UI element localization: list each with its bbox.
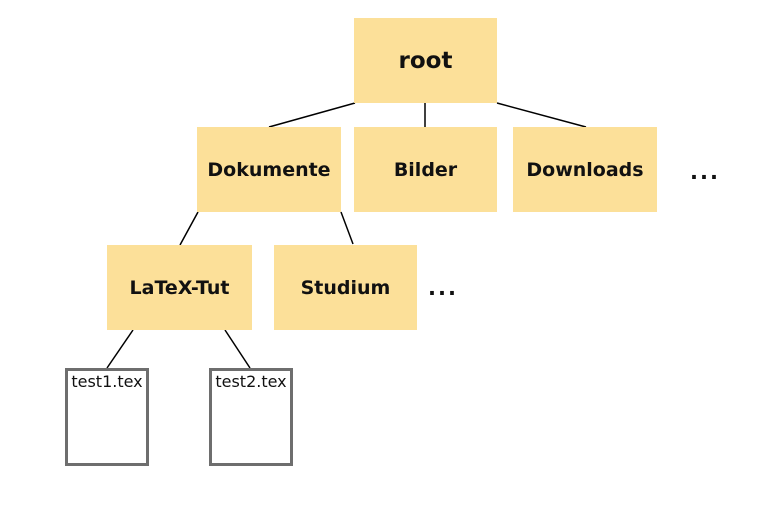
node-file-test2: test2.tex bbox=[209, 368, 293, 466]
node-studium-label: Studium bbox=[300, 276, 391, 299]
node-file-test1: test1.tex bbox=[65, 368, 149, 466]
edge-dokumente-studium bbox=[340, 211, 354, 245]
node-downloads-label: Downloads bbox=[526, 158, 644, 181]
node-dokumente: Dokumente bbox=[197, 127, 341, 212]
edge-latextut-test1 bbox=[106, 329, 134, 369]
ellipsis-label: ... bbox=[428, 276, 458, 300]
node-bilder: Bilder bbox=[354, 127, 497, 212]
node-file-test2-label: test2.tex bbox=[215, 372, 287, 391]
node-bilder-label: Bilder bbox=[393, 158, 458, 181]
node-file-test1-label: test1.tex bbox=[71, 372, 143, 391]
node-latex-tut-label: LaTeX-Tut bbox=[129, 276, 230, 299]
ellipsis-label: ... bbox=[690, 160, 720, 184]
edge-latextut-test2 bbox=[224, 329, 251, 369]
node-studium: Studium bbox=[274, 245, 417, 330]
more-siblings-indicator-level2: ... bbox=[425, 273, 461, 303]
node-downloads: Downloads bbox=[513, 127, 657, 212]
node-root-label: root bbox=[398, 47, 453, 74]
edge-dokumente-latextut bbox=[179, 211, 199, 246]
edge-root-downloads bbox=[496, 102, 587, 128]
more-siblings-indicator-level1: ... bbox=[687, 157, 723, 187]
node-dokumente-label: Dokumente bbox=[207, 158, 331, 181]
node-root: root bbox=[354, 18, 497, 103]
edge-root-dokumente bbox=[268, 102, 356, 128]
node-latex-tut: LaTeX-Tut bbox=[107, 245, 252, 330]
